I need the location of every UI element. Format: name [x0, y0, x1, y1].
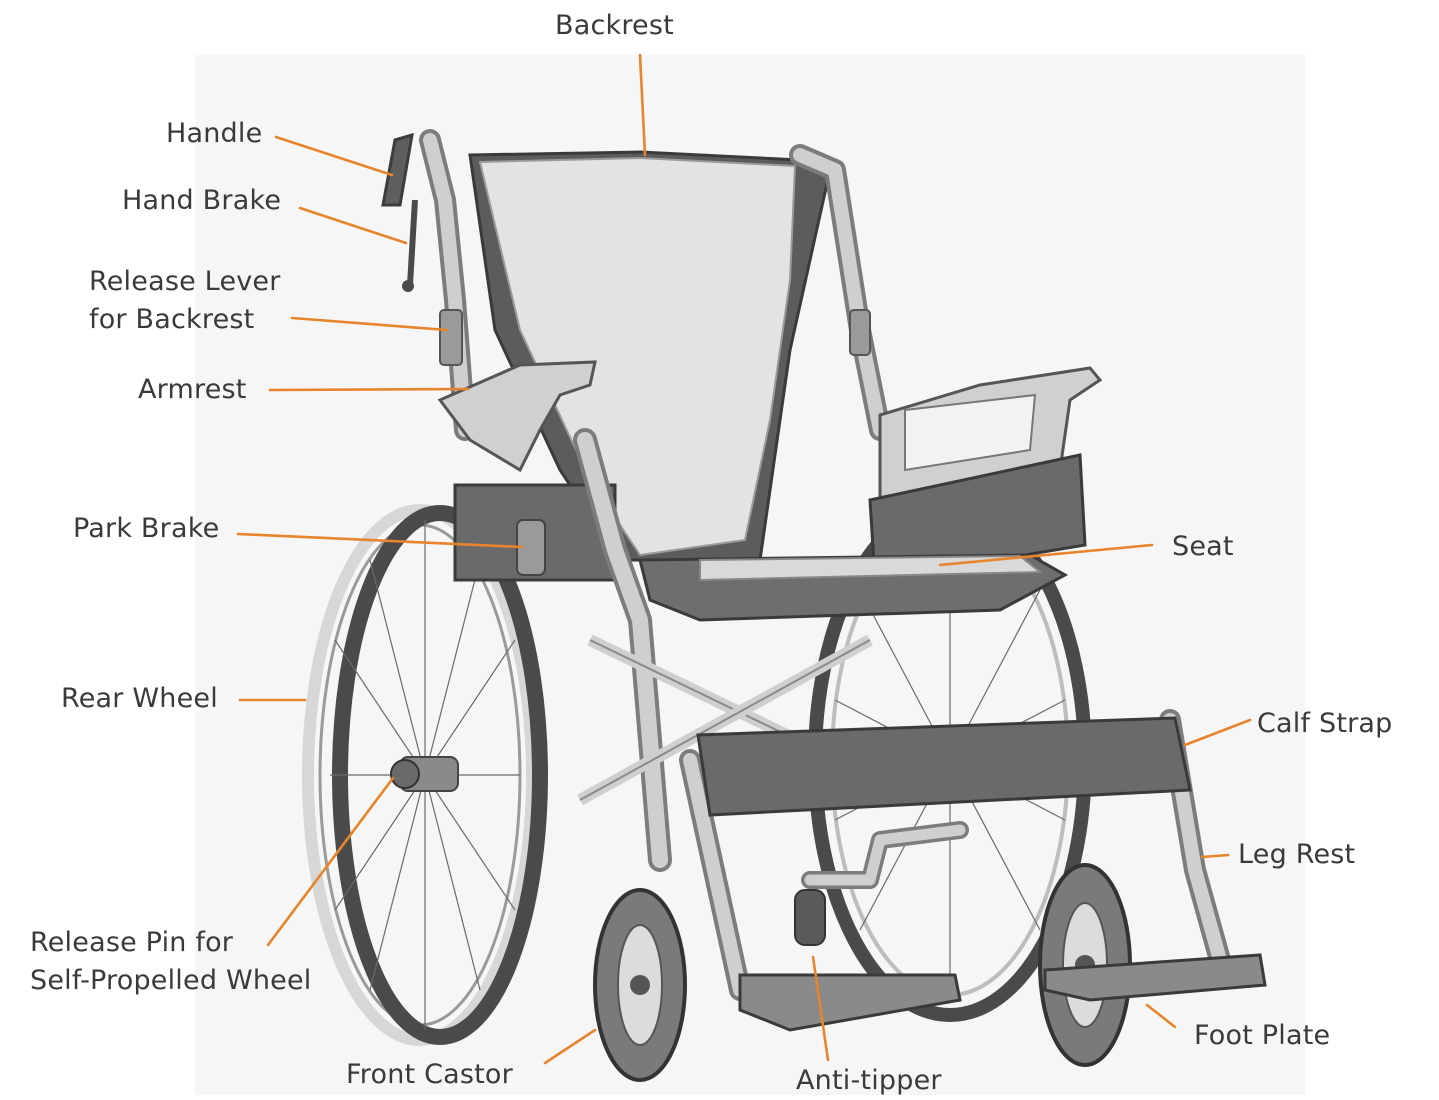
label-seat: Seat	[1172, 528, 1234, 566]
front-castor-left	[595, 890, 685, 1080]
label-anti-tipper: Anti-tipper	[796, 1062, 942, 1100]
label-hand-brake: Hand Brake	[122, 182, 281, 220]
label-armrest: Armrest	[138, 371, 247, 409]
label-foot-plate: Foot Plate	[1194, 1017, 1330, 1055]
label-release-pin-line1: Release Pin for	[30, 924, 311, 962]
label-leg-rest: Leg Rest	[1238, 836, 1355, 874]
label-release-pin-line2: Self-Propelled Wheel	[30, 962, 311, 1000]
label-handle: Handle	[166, 115, 262, 153]
label-backrest: Backrest	[555, 7, 674, 45]
label-park-brake: Park Brake	[73, 510, 219, 548]
leader-armrest	[270, 389, 468, 390]
label-calf-strap: Calf Strap	[1257, 705, 1393, 743]
label-release-lever: Release Lever for Backrest	[89, 263, 281, 339]
label-release-pin: Release Pin for Self-Propelled Wheel	[30, 924, 311, 1000]
label-release-lever-line2: for Backrest	[89, 301, 281, 339]
seat-shape	[640, 555, 1065, 620]
label-rear-wheel: Rear Wheel	[61, 680, 218, 718]
label-front-castor: Front Castor	[346, 1056, 513, 1094]
label-release-lever-line1: Release Lever	[89, 263, 281, 301]
